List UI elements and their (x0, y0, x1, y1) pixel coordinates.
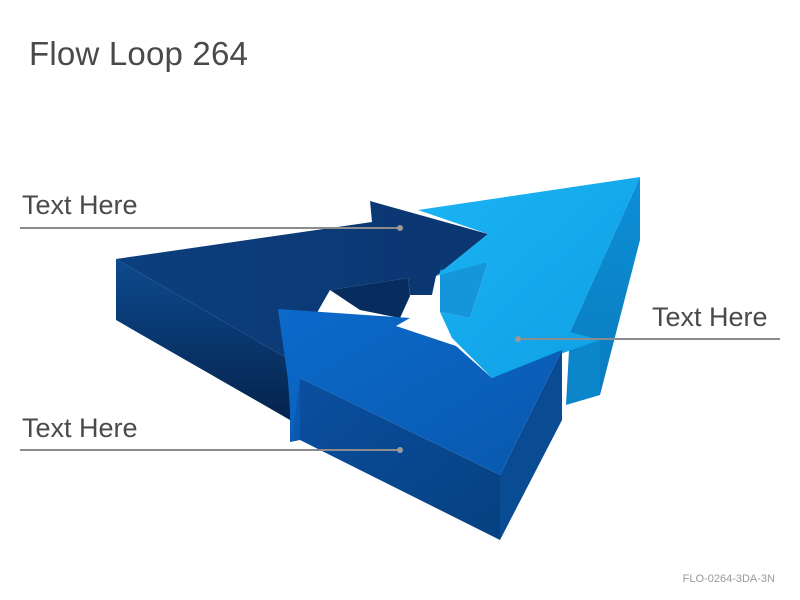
label-right: Text Here (652, 302, 768, 332)
light-arrow (418, 177, 640, 405)
leader-line-bottom (20, 447, 403, 453)
label-top: Text Here (22, 190, 138, 220)
label-bottom: Text Here (22, 413, 138, 443)
mid-arrow (278, 309, 562, 540)
leader-line-right (515, 336, 780, 342)
slide-code: FLO-0264-3DA-3N (682, 573, 775, 585)
leader-line-top (20, 225, 403, 231)
page-title: Flow Loop 264 (29, 35, 249, 72)
dark-arrow (116, 201, 488, 420)
